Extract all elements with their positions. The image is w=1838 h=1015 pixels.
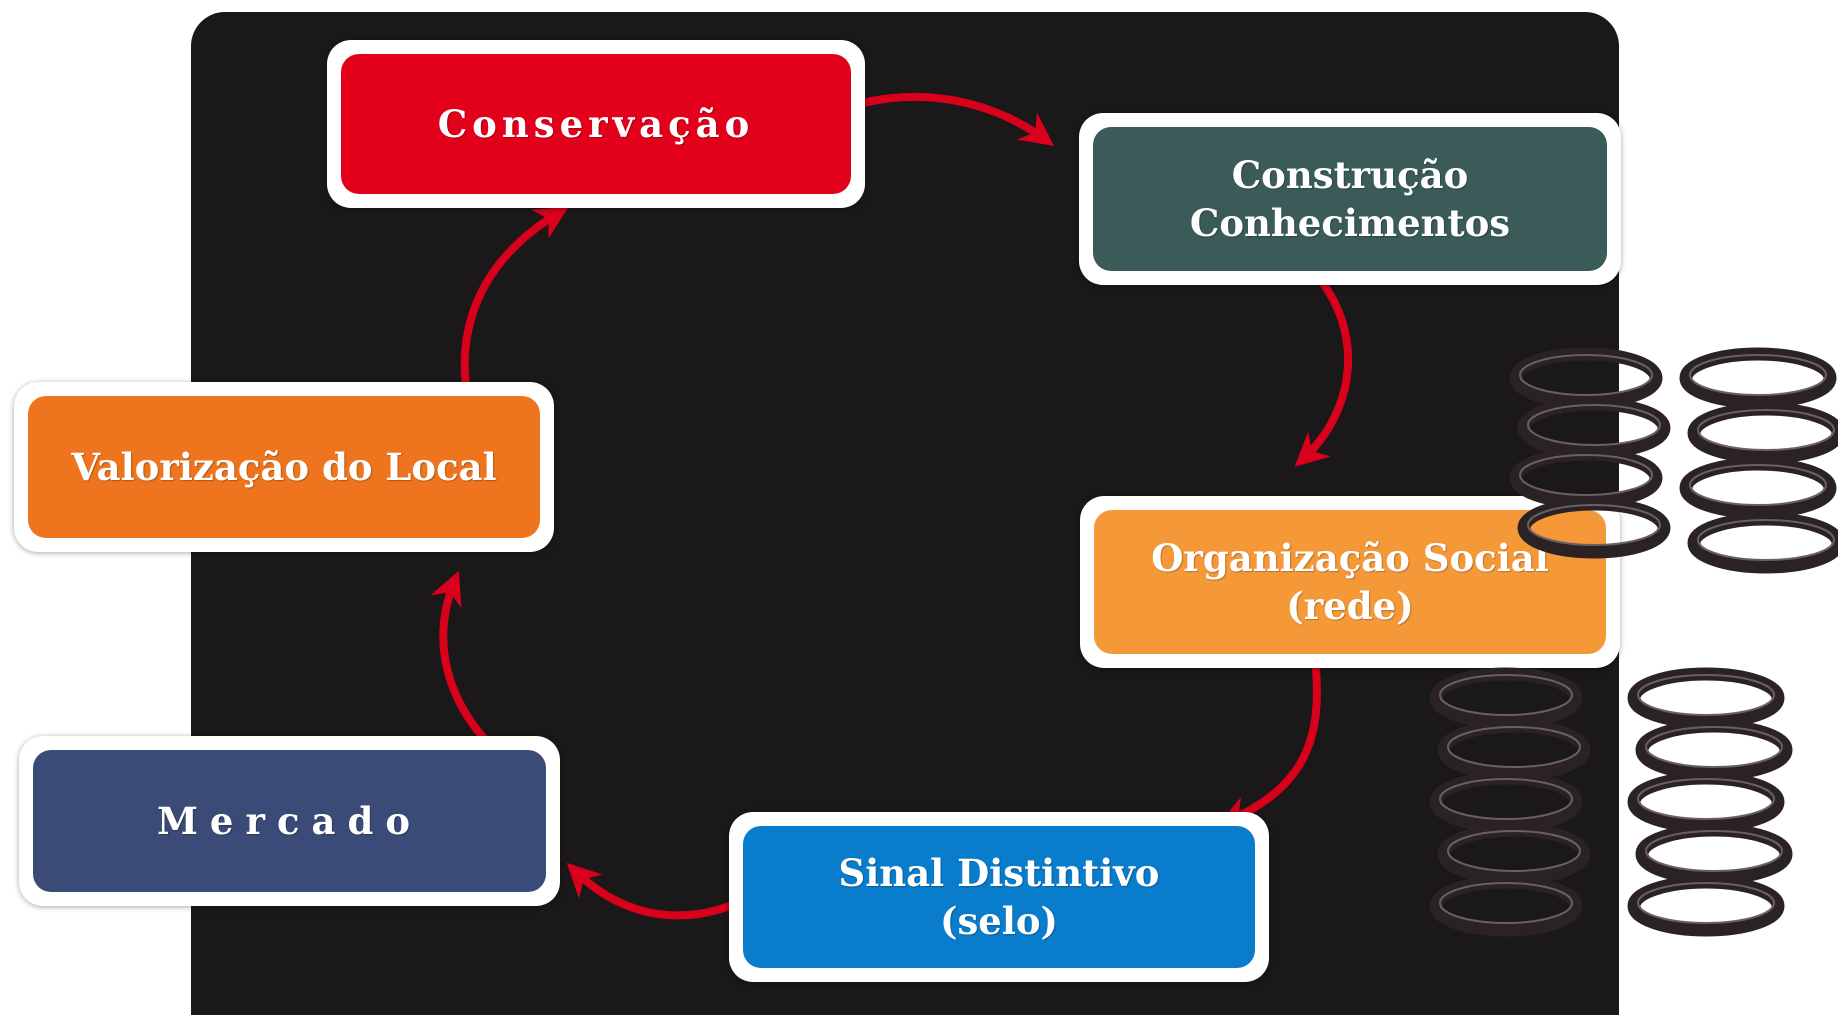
spring-coil-highlight: [1637, 674, 1775, 716]
arrow-organizacao-to-sinal: [1216, 666, 1321, 829]
node-mercado-box: Mercado: [33, 750, 546, 892]
node-conservacao: Conservação: [327, 40, 865, 208]
node-organizacao-label-line2: (rede): [1286, 584, 1414, 628]
node-valorizacao-box: Valorização do Local: [28, 396, 540, 538]
spring-coil-highlight: [1439, 674, 1573, 716]
node-conservacao-box: Conservação: [341, 54, 851, 194]
spring-coil-highlight: [1439, 882, 1573, 924]
spring-top-right-icon: [1679, 347, 1838, 574]
spring-coil-highlight: [1439, 778, 1573, 820]
node-organizacao-label-line1: Organização Social: [1151, 536, 1549, 580]
spring-coil-highlight: [1527, 504, 1661, 546]
arrow-construcao-to-organizacao: [1294, 268, 1353, 467]
spring-coil-highlight: [1447, 726, 1581, 768]
arrow-valorizacao-to-conservacao: [460, 206, 569, 414]
node-mercado-label: Mercado: [156, 799, 423, 843]
spring-coil-highlight: [1697, 409, 1835, 451]
spring-coil-highlight: [1697, 519, 1835, 561]
node-sinal-label-line1: Sinal Distintivo: [838, 851, 1160, 895]
node-sinal-label-line2: (selo): [939, 899, 1059, 943]
spring-top-left-icon: [1509, 347, 1671, 559]
node-valorizacao-label: Valorização do Local: [71, 445, 497, 489]
node-organizacao-box: Organização Social (rede): [1094, 510, 1606, 654]
node-sinal: Sinal Distintivo (selo): [729, 812, 1269, 982]
node-mercado: Mercado: [19, 736, 560, 906]
node-valorizacao: Valorização do Local: [14, 382, 554, 552]
node-construcao-label-line2: Conhecimentos: [1189, 201, 1511, 245]
node-construcao-box: Construção Conhecimentos: [1093, 127, 1607, 271]
spring-coil-highlight: [1519, 454, 1653, 496]
node-construcao: Construção Conhecimentos: [1079, 113, 1621, 285]
spring-coil-highlight: [1637, 882, 1775, 924]
spring-coil-highlight: [1689, 464, 1827, 506]
spring-coil-highlight: [1689, 354, 1827, 396]
spring-coil-highlight: [1519, 354, 1653, 396]
spring-coil-highlight: [1645, 830, 1783, 872]
spring-coil-highlight: [1637, 778, 1775, 820]
spring-bottom-left-icon: [1429, 667, 1591, 937]
node-conservacao-label: Conservação: [437, 102, 755, 146]
node-sinal-box: Sinal Distintivo (selo): [743, 826, 1255, 968]
node-construcao-label-line1: Construção: [1231, 153, 1469, 197]
spring-coil-highlight: [1527, 404, 1661, 446]
spring-coil-highlight: [1447, 830, 1581, 872]
spring-coil-highlight: [1645, 726, 1783, 768]
spring-bottom-right-icon: [1627, 667, 1793, 937]
